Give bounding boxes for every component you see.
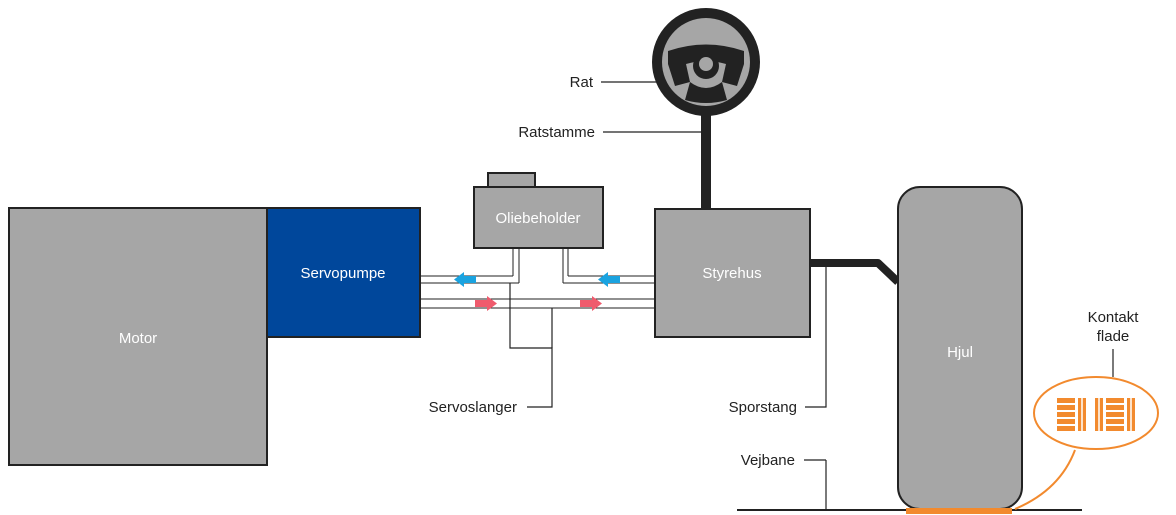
- styrehus-label: Styrehus: [702, 265, 761, 282]
- steering-wheel: [652, 8, 760, 116]
- tire-tread-icon: [1057, 398, 1135, 431]
- oliebeholder-label: Oliebeholder: [495, 210, 580, 227]
- servopumpe-label: Servopumpe: [300, 265, 385, 282]
- vejbane-label: Vejbane: [741, 452, 795, 469]
- hjul-label: Hjul: [947, 344, 973, 361]
- flow-arrows-supply: [475, 296, 602, 311]
- oliebeholder-cap: [487, 172, 536, 189]
- ratstamme-shaft: [701, 108, 711, 210]
- kontakt-label-line1: Kontakt: [1088, 309, 1140, 326]
- tread-grooves: [1081, 398, 1132, 431]
- servopumpe-box: [266, 207, 421, 338]
- servoslanger-label: Servoslanger: [429, 399, 517, 416]
- styrehus-box: [654, 208, 811, 338]
- contact-callout-line: [1014, 449, 1076, 510]
- oliebeholder-box: [473, 186, 604, 249]
- sporstang-label: Sporstang: [729, 399, 797, 416]
- leader-lines: [509, 81, 827, 510]
- kontakt-label-line2: flade: [1097, 328, 1130, 345]
- flow-arrows-return: [454, 272, 620, 287]
- motor-box: [8, 207, 268, 466]
- contact-patch: [906, 508, 1012, 514]
- ratstamme-label: Ratstamme: [518, 124, 595, 141]
- sporstang-rod: [810, 259, 901, 285]
- motor-label: Motor: [119, 330, 157, 347]
- rat-label: Rat: [570, 74, 594, 91]
